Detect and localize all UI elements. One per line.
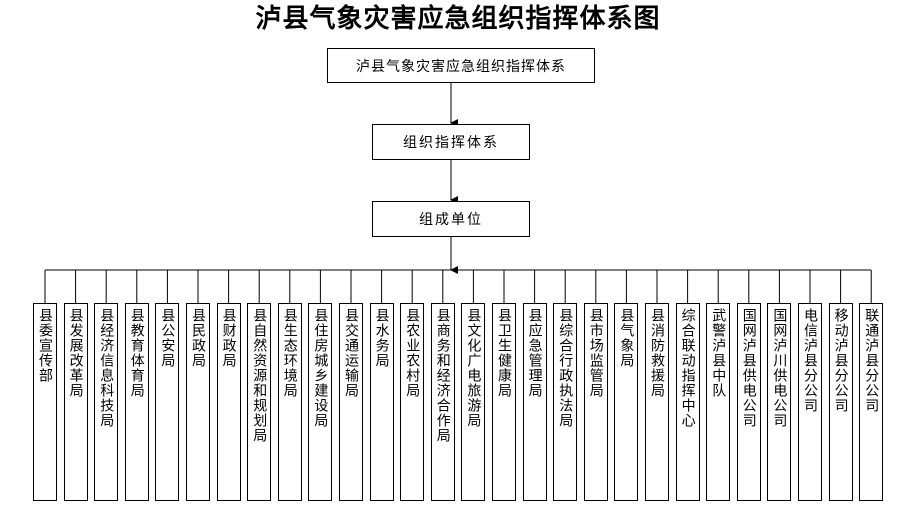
member-unit: 县气象局	[614, 303, 639, 501]
member-unit: 县住房城乡建设局	[308, 303, 333, 501]
member-unit-label: 县发展改革局	[67, 308, 84, 398]
member-unit: 县发展改革局	[63, 303, 88, 501]
member-unit-label: 县农业农村局	[404, 308, 421, 398]
member-unit-label: 县经济信息科技局	[98, 308, 115, 428]
member-unit: 县市场监管局	[583, 303, 608, 501]
member-unit-label: 县水务局	[373, 308, 390, 368]
member-unit-label: 武警泸县中队	[710, 308, 727, 398]
member-unit-label: 县卫生健康局	[496, 308, 512, 398]
member-unit-label: 县公安局	[159, 308, 176, 368]
member-unit-label: 县民政局	[190, 308, 206, 368]
member-bus	[44, 269, 872, 303]
member-unit: 县农业农村局	[400, 303, 425, 501]
root-node: 泸县气象灾害应急组织指挥体系	[327, 48, 595, 83]
member-unit-label: 县财政局	[220, 308, 237, 368]
member-unit: 电信泸县分公司	[798, 303, 822, 501]
member-unit: 联通泸县分公司	[859, 303, 884, 501]
member-unit-label: 县消防救援局	[649, 308, 665, 398]
member-unit: 县应急管理局	[522, 303, 547, 501]
member-unit: 国网泸川供电公司	[767, 303, 792, 501]
command-system-node: 组织指挥体系	[372, 124, 530, 160]
member-unit-label: 县市场监管局	[587, 308, 604, 398]
member-unit: 县自然资源和规划局	[247, 303, 272, 501]
member-unit: 县文化广电旅游局	[461, 303, 486, 501]
member-unit-label: 县教育体育局	[128, 308, 145, 398]
member-unit-label: 移动泸县分公司	[832, 308, 849, 413]
member-unit-label: 县文化广电旅游局	[465, 308, 482, 428]
member-unit: 县生态环境局	[277, 303, 302, 501]
member-unit: 国网泸县供电公司	[736, 303, 761, 501]
member-unit-label: 国网泸川供电公司	[771, 308, 788, 428]
member-unit: 武警泸县中队	[706, 303, 731, 501]
member-units-node: 组成单位	[372, 201, 530, 237]
member-unit-label: 县综合行政执法局	[557, 308, 574, 428]
member-unit-label: 综合联动指挥中心	[679, 308, 696, 428]
member-unit-label: 县交通运输局	[343, 308, 359, 398]
member-unit: 综合联动指挥中心	[675, 303, 700, 501]
member-unit: 移动泸县分公司	[828, 303, 853, 501]
member-unit: 县委宣传部	[33, 303, 57, 501]
member-unit: 县公安局	[155, 303, 180, 501]
member-unit: 县民政局	[186, 303, 210, 501]
member-unit: 县消防救援局	[645, 303, 669, 501]
member-unit-label: 县商务和经济合作局	[434, 308, 451, 443]
member-unit-label: 县生态环境局	[281, 308, 298, 398]
member-unit-label: 县自然资源和规划局	[251, 308, 268, 443]
member-unit-label: 县气象局	[618, 308, 635, 368]
member-unit: 县综合行政执法局	[553, 303, 578, 501]
member-unit: 县卫生健康局	[492, 303, 516, 501]
member-unit-label: 县委宣传部	[37, 308, 53, 383]
diagram-title: 泸县气象灾害应急组织指挥体系图	[255, 4, 661, 34]
member-unit: 县商务和经济合作局	[430, 303, 455, 501]
member-unit-label: 电信泸县分公司	[802, 308, 818, 413]
member-unit: 县教育体育局	[124, 303, 149, 501]
member-unit: 县经济信息科技局	[94, 303, 119, 501]
member-unit-label: 联通泸县分公司	[863, 308, 880, 413]
member-unit-label: 县住房城乡建设局	[312, 308, 329, 428]
member-unit: 县财政局	[216, 303, 241, 501]
member-unit: 县交通运输局	[339, 303, 363, 501]
member-unit-label: 县应急管理局	[526, 308, 543, 398]
member-unit-label: 国网泸县供电公司	[740, 308, 757, 428]
member-unit: 县水务局	[369, 303, 394, 501]
